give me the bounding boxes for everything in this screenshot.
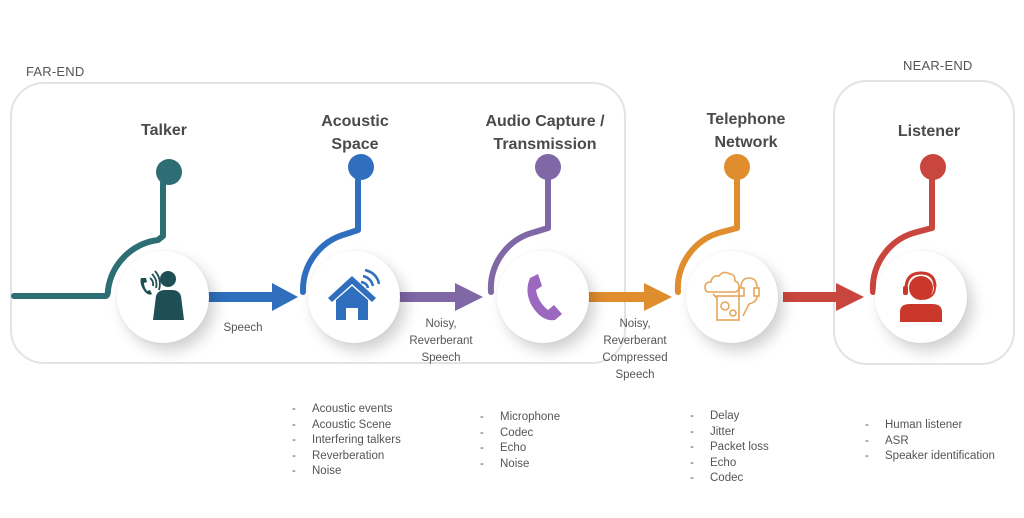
list-item: -Microphone xyxy=(480,411,561,423)
listener-connector xyxy=(869,154,946,295)
list-item: -Reverberation xyxy=(292,449,385,462)
list-item: -Echo xyxy=(690,456,737,469)
list-item: -Delay xyxy=(690,410,740,422)
far-end-label: FAR-END xyxy=(26,64,85,79)
list-item: -Echo xyxy=(480,442,527,454)
acoustic-space-connector xyxy=(299,154,374,295)
telephone-network-connector xyxy=(674,154,750,295)
talker-pin xyxy=(156,159,182,185)
near-end-region-box xyxy=(833,80,1015,365)
flow-label-noisy-reverberant-speech: Noisy, Reverberant Speech xyxy=(409,318,473,364)
audio-capture-parameter-list: -Microphone -Codec -Echo -Noise xyxy=(480,410,560,472)
audio-capture-node xyxy=(497,251,589,343)
list-item: -Human listener xyxy=(865,419,963,431)
list-item: -Speaker identification xyxy=(865,450,995,462)
stage-title-audio-capture: Audio Capture / Transmission xyxy=(485,113,605,153)
arrow-to-listener xyxy=(783,283,864,311)
stage-title-listener: Listener xyxy=(897,123,961,140)
stage-title-telephone-network: Telephone Network xyxy=(706,111,786,151)
audio-capture-connector xyxy=(487,154,561,295)
listener-pin xyxy=(920,154,946,180)
arrow-noisy-reverberant-compressed-speech xyxy=(585,283,672,311)
arrow-speech xyxy=(205,283,298,311)
person-headset-icon xyxy=(900,271,942,322)
flow-label-noisy-reverberant-compressed-speech: Noisy, Reverberant Compressed Speech xyxy=(602,318,668,381)
list-item: -Acoustic Scene xyxy=(292,418,392,431)
stage-title-talker: Talker xyxy=(141,122,187,139)
list-item: -Noise xyxy=(480,457,530,470)
house-signal-icon xyxy=(328,268,381,320)
telephone-network-parameter-list: -Delay -Jitter -Packet loss -Echo -Codec xyxy=(690,409,769,487)
arrow-noisy-reverberant-speech xyxy=(398,283,483,311)
cloud-network-headset-icon xyxy=(704,271,760,321)
list-item: -Interfering talkers xyxy=(292,434,401,446)
list-item: -Noise xyxy=(292,465,342,477)
person-with-phone-icon xyxy=(140,270,184,320)
near-end-label: NEAR-END xyxy=(903,58,973,73)
list-item: -Codec xyxy=(690,472,744,484)
far-end-region-box xyxy=(10,82,626,364)
audio-capture-pin xyxy=(535,154,561,180)
acoustic-space-pin xyxy=(348,154,374,180)
talker-connector xyxy=(11,159,182,299)
acoustic-space-parameter-list: -Acoustic events -Acoustic Scene -Interf… xyxy=(292,402,401,480)
phone-handset-icon xyxy=(527,274,562,321)
talker-node xyxy=(117,251,209,343)
list-item: -Packet loss xyxy=(690,441,769,453)
list-item: -Codec xyxy=(480,426,534,439)
list-item: -Acoustic events xyxy=(292,403,393,415)
list-item: -Jitter xyxy=(690,425,735,438)
acoustic-space-node xyxy=(308,251,400,343)
listener-parameter-list: -Human listener -ASR -Speaker identifica… xyxy=(865,418,995,465)
flow-label-speech: Speech xyxy=(223,322,263,334)
telephone-network-pin xyxy=(724,154,750,180)
list-item: -ASR xyxy=(865,434,909,447)
stage-title-acoustic-space: Acoustic Space xyxy=(321,113,389,153)
listener-node xyxy=(875,251,967,343)
telephone-network-node xyxy=(686,251,778,343)
